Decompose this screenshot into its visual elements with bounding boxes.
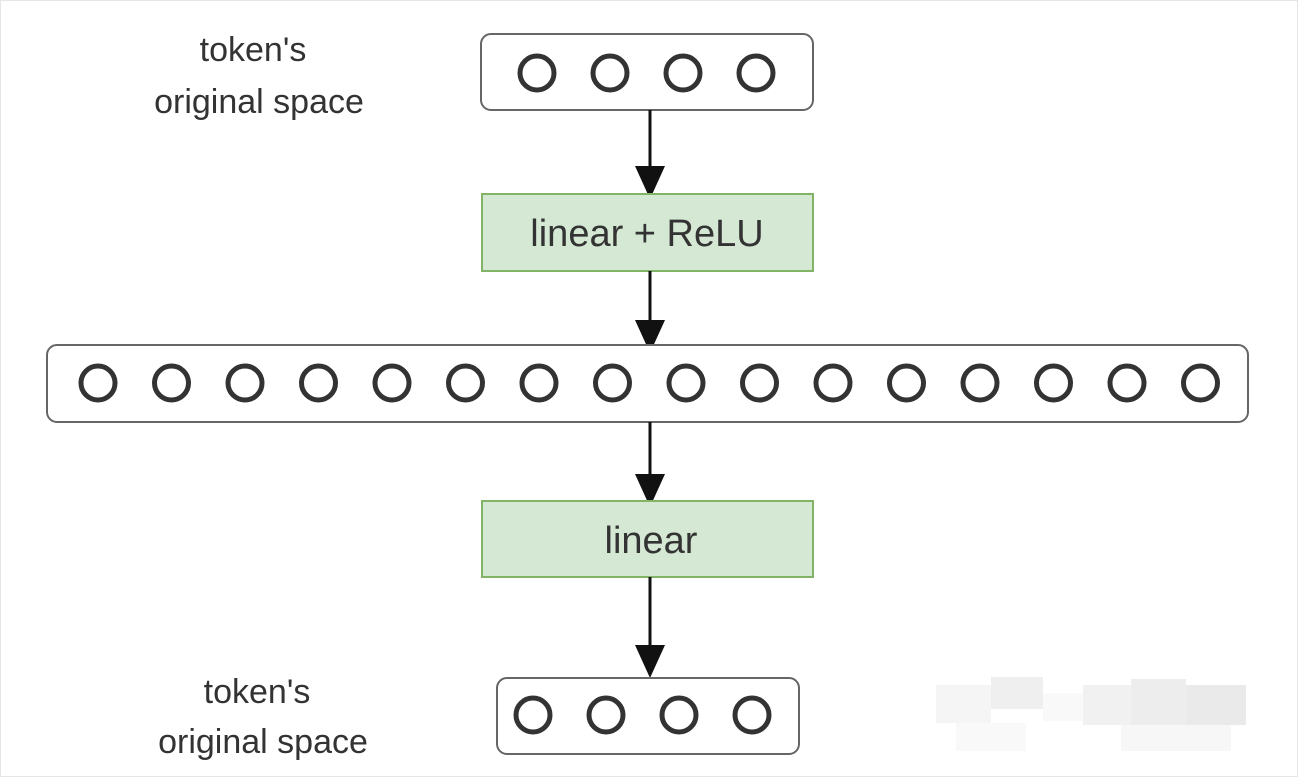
hidden-vector-node-14 <box>1034 363 1073 403</box>
top-caption-line2: original space <box>154 83 364 121</box>
hidden-vector-node-10 <box>740 363 779 403</box>
hidden-vector-node-11 <box>813 363 853 403</box>
linear-relu-block: linear + ReLU <box>481 193 814 272</box>
input-vector-node-3 <box>663 53 703 93</box>
output-vector-node-3 <box>659 695 699 735</box>
output-vector-node-1 <box>513 695 553 735</box>
hidden-vector-node-16 <box>1181 363 1220 403</box>
hidden-vector-node-8 <box>593 363 632 403</box>
hidden-vector-node-5 <box>372 363 412 403</box>
hidden-vector-nodes <box>78 363 1220 403</box>
input-vector-nodes <box>517 53 776 93</box>
hidden-vector-node-6 <box>446 363 485 403</box>
output-vector-node-2 <box>586 695 626 735</box>
output-vector <box>496 677 800 755</box>
watermark-blur <box>936 677 1246 751</box>
output-vector-nodes <box>513 695 772 735</box>
hidden-vector-node-9 <box>666 363 706 403</box>
hidden-vector-node-13 <box>960 363 1000 403</box>
bottom-caption-line2: original space <box>158 723 368 761</box>
input-vector-node-2 <box>590 53 630 93</box>
linear-label: linear <box>605 520 698 562</box>
bottom-caption-line1: token's <box>204 673 311 711</box>
hidden-vector-node-1 <box>78 363 118 403</box>
hidden-vector-node-4 <box>299 363 338 403</box>
hidden-vector-node-3 <box>225 363 265 403</box>
output-vector-node-4 <box>732 695 772 735</box>
linear-block: linear <box>481 500 814 578</box>
input-vector-node-1 <box>517 53 557 93</box>
input-vector-node-4 <box>736 53 776 93</box>
input-vector <box>480 33 814 111</box>
hidden-vector-node-15 <box>1107 363 1147 403</box>
hidden-vector-node-12 <box>887 363 926 403</box>
hidden-vector-node-2 <box>152 363 191 403</box>
hidden-vector-node-7 <box>519 363 559 403</box>
linear-relu-label: linear + ReLU <box>530 213 763 255</box>
hidden-vector <box>46 344 1249 423</box>
top-caption-line1: token's <box>200 31 307 69</box>
